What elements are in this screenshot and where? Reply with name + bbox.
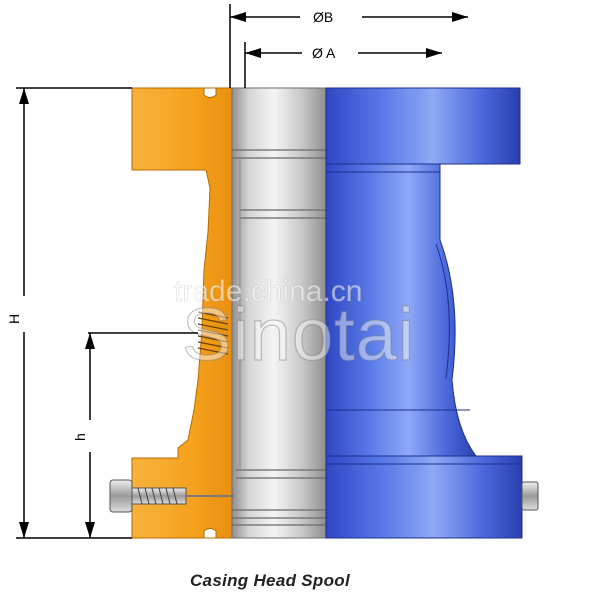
dimension-inner-bore <box>244 42 442 88</box>
dimension-outer-bore <box>229 4 468 88</box>
dimension-outer-bore-label: ØB <box>313 9 333 25</box>
bottom-flange <box>325 455 523 539</box>
bore-sleeve-rings <box>232 149 326 526</box>
dimension-lower-height <box>85 332 198 538</box>
section-left-half <box>131 87 233 539</box>
watermark-brand: Sinotai <box>182 293 415 376</box>
fitting-head <box>109 479 133 513</box>
internal-threads <box>197 311 229 355</box>
blue-shading-lines <box>326 171 522 465</box>
dimension-overall-height-label: H <box>6 314 22 324</box>
dimension-inner-bore-label: Ø A <box>312 45 336 61</box>
watermark-site: trade.china.cn <box>174 275 362 308</box>
fitting-threads <box>137 487 178 505</box>
bore-sleeve <box>231 87 327 539</box>
dimension-overall-height <box>16 87 132 539</box>
right-bolt <box>521 481 539 511</box>
dimension-lower-height-label: h <box>72 433 88 441</box>
body-neck <box>325 163 478 457</box>
diagram-caption: Casing Head Spool <box>189 571 350 590</box>
top-flange <box>325 87 521 165</box>
test-port-fitting <box>109 479 234 513</box>
ring-groove-top <box>203 87 217 98</box>
ring-groove-bottom <box>203 528 217 539</box>
